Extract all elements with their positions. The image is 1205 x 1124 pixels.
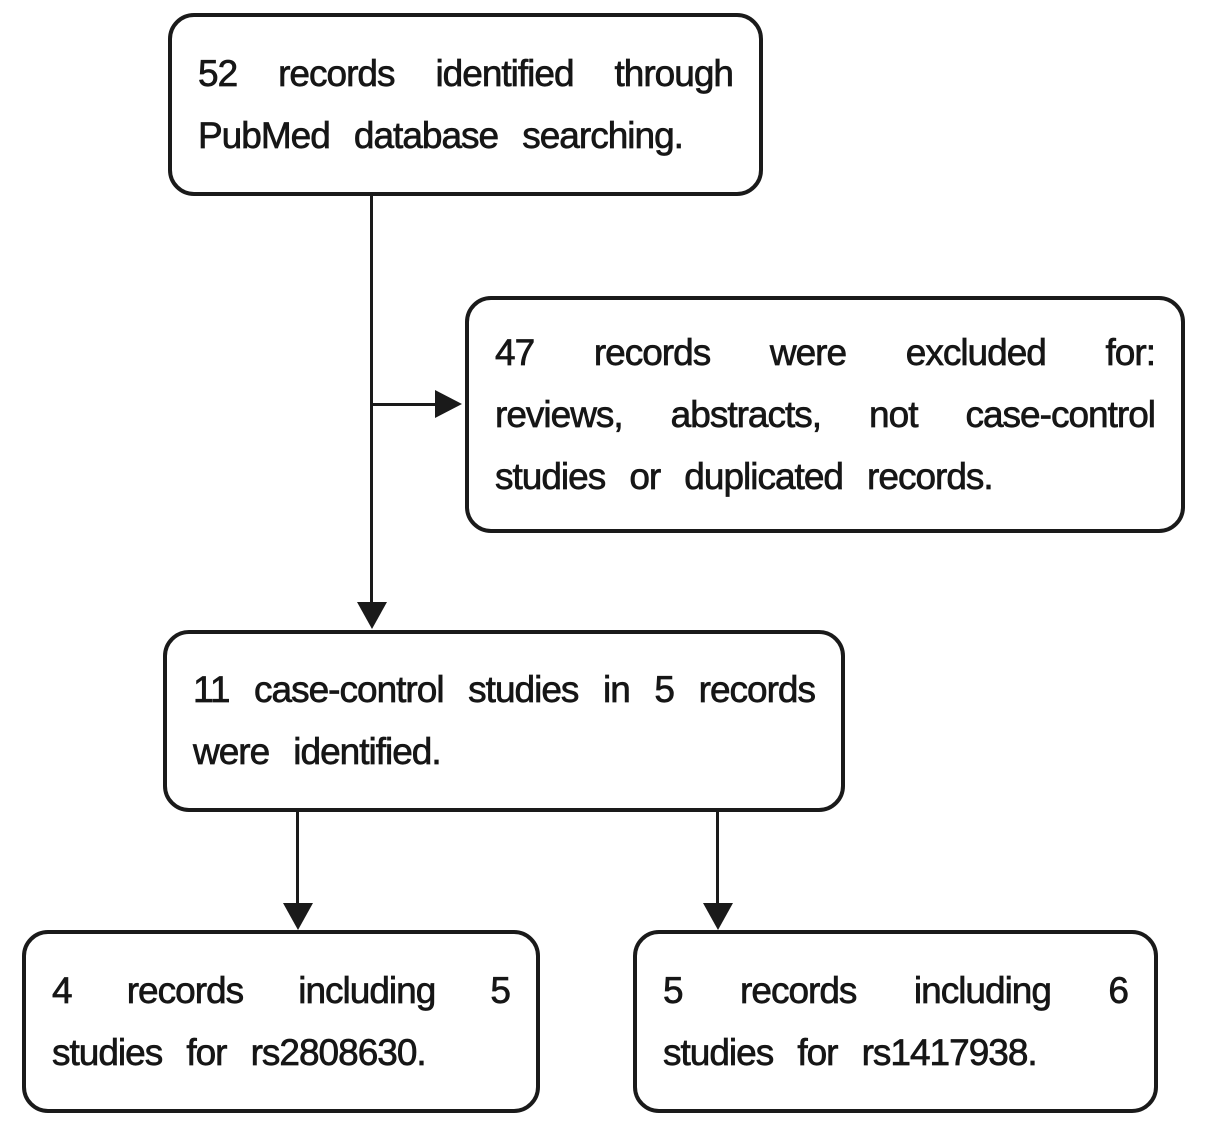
arrowhead-right-icon xyxy=(435,390,462,418)
connector-studies-to-rs2808630 xyxy=(296,812,299,907)
records-identified-text: 52 records identified through PubMed dat… xyxy=(198,52,735,156)
studies-identified-text: 11 case-control studies in 5 records wer… xyxy=(193,669,817,773)
connector-studies-to-rs1417938 xyxy=(716,812,719,907)
connector-identified-to-excluded xyxy=(370,403,436,406)
connector-identified-to-studies xyxy=(370,196,373,606)
flow-box-records-identified: 52 records identified through PubMed dat… xyxy=(168,13,763,196)
arrowhead-down-icon xyxy=(283,903,313,930)
rs1417938-text: 5 records including 6 studies for rs1417… xyxy=(663,969,1130,1073)
arrowhead-down-icon xyxy=(357,602,387,629)
flow-box-rs2808630: 4 records including 5 studies for rs2808… xyxy=(22,930,540,1113)
flow-box-rs1417938: 5 records including 6 studies for rs1417… xyxy=(633,930,1158,1113)
arrowhead-down-icon xyxy=(703,903,733,930)
records-excluded-text: 47 records were excluded for: reviews, a… xyxy=(495,331,1157,497)
flow-box-studies-identified: 11 case-control studies in 5 records wer… xyxy=(163,630,845,812)
rs2808630-text: 4 records including 5 studies for rs2808… xyxy=(52,969,512,1073)
flow-box-records-excluded: 47 records were excluded for: reviews, a… xyxy=(465,296,1185,533)
